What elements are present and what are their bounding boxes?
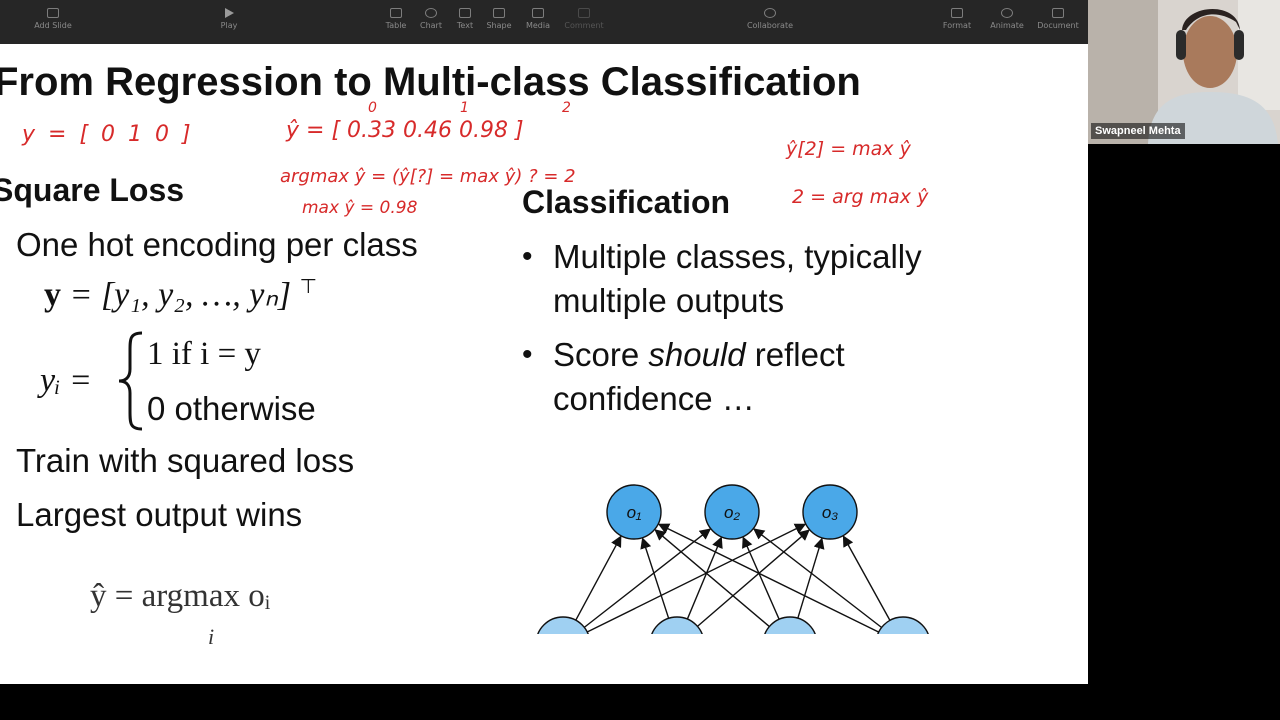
format-button[interactable]: Format [927, 8, 987, 30]
network-edges [575, 523, 891, 633]
output-node-3-circle [802, 484, 858, 540]
add-slide-icon [47, 8, 59, 18]
annotation-max: max ŷ = 0.98 [302, 198, 418, 218]
input-node-3-circle [764, 616, 816, 634]
classification-heading: Classification [522, 184, 731, 220]
edge-x3-o1 [654, 529, 770, 628]
media-icon [532, 8, 544, 18]
animate-icon [1001, 8, 1013, 18]
slide-canvas[interactable]: From Regression to Multi-class Classific… [0, 44, 1088, 684]
bullet-2-line-1: Score should reflect [553, 336, 845, 374]
bullet-2-pre: Score [553, 336, 649, 373]
one-hot-text: One hot encoding per class [16, 226, 418, 263]
yi-lhs: yᵢ = [40, 362, 92, 399]
edge-x1-o1 [575, 535, 622, 621]
edge-x2-o3 [696, 529, 810, 627]
text-icon [459, 8, 471, 18]
text-button[interactable]: Text [435, 8, 495, 30]
animate-button[interactable]: Animate [977, 8, 1037, 30]
bullet-dot-2: • [522, 338, 533, 371]
document-icon [1052, 8, 1064, 18]
edge-x4-o1 [657, 523, 880, 633]
comment-icon [578, 8, 590, 18]
input-node-1-circle [537, 616, 589, 634]
annotation-index-2: 2 [562, 100, 571, 116]
annotation-yhat-vector: ŷ = [ 0.33 0.46 0.98 ] [286, 118, 524, 143]
transpose-symbol: ⊤ [299, 276, 318, 298]
output-node-1: o₁ [606, 484, 662, 540]
play-button[interactable]: Play [199, 8, 259, 30]
input-node-1: x₁ [537, 616, 589, 634]
output-node-2: o₂ [704, 484, 760, 540]
table-icon [390, 8, 402, 18]
input-node-4: x₄ [877, 616, 929, 634]
bullet-2-line-2: confidence … [553, 380, 755, 417]
app-toolbar: Add Slide Play Table Chart Text Shape Me… [0, 0, 1088, 44]
bullet-2-emphasis: should [648, 336, 746, 373]
network-diagram: o₁ o₂ o₃ x₁ x₂ x₃ x₄ [537, 484, 929, 634]
case-one: 1 if i = y [147, 336, 261, 372]
table-button[interactable]: Table [366, 8, 426, 30]
document-button[interactable]: Document [1028, 8, 1088, 30]
input-node-4-circle [877, 616, 929, 634]
output-node-2-label: o₂ [724, 503, 740, 522]
input-node-2: x₂ [651, 616, 703, 634]
case-zero: 0 otherwise [147, 390, 316, 427]
train-text: Train with squared loss [16, 442, 355, 479]
participant-name: Swapneel Mehta [1091, 123, 1185, 139]
annotation-argmax: argmax ŷ = (ŷ[?] = max ŷ) ? = 2 [280, 166, 576, 187]
edge-x3-o2 [742, 536, 780, 620]
annotation-y-vector: y = [ 0 1 0 ] [22, 122, 194, 147]
annotation-arg-max: 2 = arg max ŷ [792, 186, 929, 208]
network-nodes: o₁ o₂ o₃ x₁ x₂ x₃ x₄ [537, 484, 929, 634]
output-node-3-label: o₃ [822, 503, 838, 522]
slide-title: From Regression to Multi-class Classific… [0, 60, 861, 104]
participant-video[interactable]: Swapneel Mehta [1088, 0, 1280, 144]
case-brace [118, 331, 143, 431]
shape-icon [493, 8, 505, 18]
edge-x3-o3 [797, 537, 825, 619]
format-icon [951, 8, 963, 18]
edge-x1-o3 [586, 523, 807, 633]
square-loss-heading: Square Loss [0, 172, 185, 208]
vector-rhs: = [y₁, y₂, …, yₙ] [69, 276, 292, 314]
output-node-1-circle [606, 484, 662, 540]
bullet-1-line-2: multiple outputs [553, 282, 785, 319]
bullet-1-line-1: Multiple classes, typically [553, 238, 922, 275]
media-button[interactable]: Media [508, 8, 568, 30]
argmax-formula: ŷ = argmax oᵢ [90, 578, 271, 614]
edge-x4-o2 [753, 528, 883, 629]
edge-x4-o3 [842, 535, 891, 621]
vector-formula: y = [y₁, y₂, …, yₙ] ⊤ [44, 274, 317, 314]
input-node-2-circle [651, 616, 703, 634]
add-slide-button[interactable]: Add Slide [23, 8, 83, 30]
vector-lhs: y [44, 276, 61, 314]
argmax-subscript: i [208, 624, 215, 649]
chart-button[interactable]: Chart [401, 8, 461, 30]
chart-icon [425, 8, 437, 18]
collaborate-button[interactable]: Collaborate [740, 8, 800, 30]
edge-x1-o2 [583, 528, 712, 628]
edge-x2-o1 [640, 537, 670, 619]
output-node-2-circle [704, 484, 760, 540]
collaborate-icon [764, 8, 776, 18]
annotation-index-0: 0 [368, 100, 377, 116]
largest-output-text: Largest output wins [16, 496, 303, 533]
edge-x2-o2 [686, 536, 723, 620]
shape-button[interactable]: Shape [469, 8, 529, 30]
annotation-yhat-index: ŷ[2] = max ŷ [786, 138, 911, 160]
play-icon [224, 8, 234, 18]
input-node-3: x₃ [764, 616, 816, 634]
comment-button[interactable]: Comment [554, 8, 614, 30]
output-node-1-label: o₁ [627, 503, 642, 522]
output-node-3: o₃ [802, 484, 858, 540]
annotation-index-1: 1 [460, 100, 469, 116]
bullet-2-post: reflect [745, 336, 845, 373]
bullet-dot-1: • [522, 240, 533, 273]
participant-avatar [1088, 0, 1280, 144]
